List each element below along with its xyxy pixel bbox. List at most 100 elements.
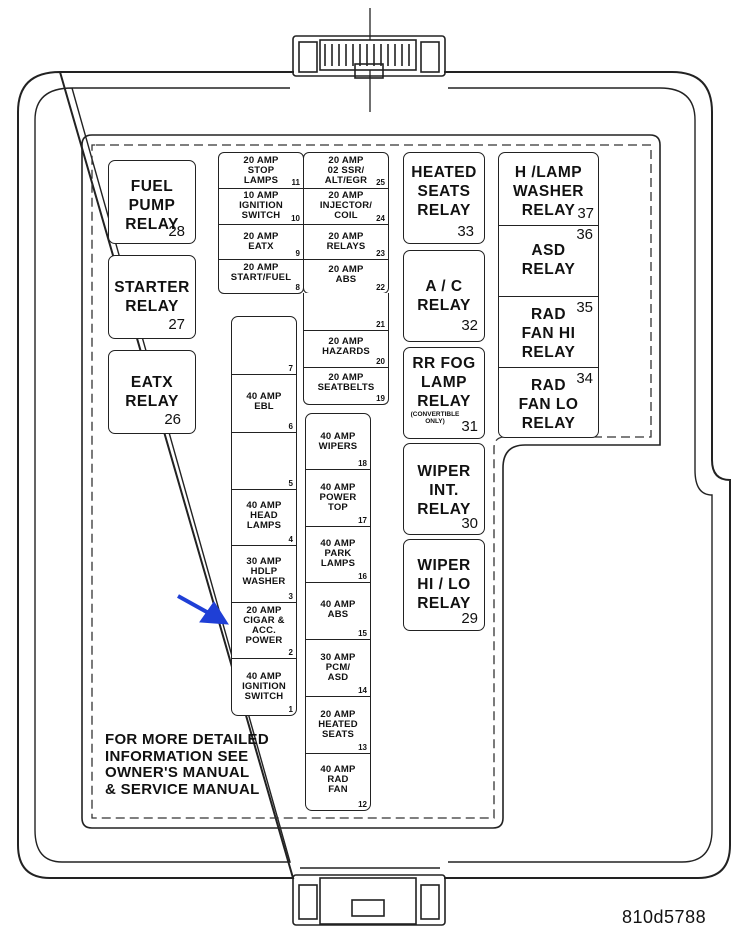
relay-number: 30 (461, 515, 478, 532)
relay-number: 36 (576, 226, 593, 243)
fuse-number: 24 (376, 214, 385, 223)
rad-fan-hi-relay: RAD FAN HI RELAY 35 (498, 296, 599, 368)
rr-fog-lamp-relay: RR FOG LAMP RELAY (CONVERTIBLE ONLY) 31 (403, 347, 485, 439)
relay-number: 29 (461, 610, 478, 627)
relay-label: A / C RELAY (417, 278, 471, 314)
fuse-21: 21 (303, 293, 389, 331)
fuse-label: 40 AMP POWER TOP (319, 482, 357, 513)
wiper-hi-lo-relay: WIPER HI / LO RELAY 29 (403, 539, 485, 631)
info-note: FOR MORE DETAILED INFORMATION SEE OWNER'… (105, 731, 269, 798)
fuse-number: 2 (288, 648, 293, 657)
fuse-16: 40 AMP PARK LAMPS 16 (305, 526, 371, 583)
fuse-label: 20 AMP STOP LAMPS (243, 155, 279, 186)
relay-number: 35 (576, 299, 593, 316)
fuse-label: 40 AMP WIPERS (318, 431, 358, 452)
relay-number: 33 (457, 223, 474, 240)
fuse-15: 40 AMP ABS 15 (305, 582, 371, 640)
relay-number: 37 (577, 205, 594, 222)
fuse-19: 20 AMP SEATBELTS 19 (303, 367, 389, 404)
relay-label: RR FOG LAMP RELAY (412, 355, 476, 410)
fuse-4: 40 AMP HEAD LAMPS 4 (231, 489, 297, 546)
fuse-20: 20 AMP HAZARDS 20 (303, 330, 389, 368)
wiper-int-relay: WIPER INT. RELAY 30 (403, 443, 485, 535)
fuse-label: 20 AMP CIGAR & ACC. POWER (243, 605, 285, 646)
fuse-3: 30 AMP HDLP WASHER 3 (231, 545, 297, 603)
fuse-14: 30 AMP PCM/ ASD 14 (305, 639, 371, 697)
relay-label: ASD RELAY (521, 242, 576, 278)
relay-number: 28 (168, 223, 185, 240)
fuse-number: 1 (288, 705, 293, 714)
fuse-1: 40 AMP IGNITION SWITCH 1 (231, 658, 297, 715)
mini-fuse-block-left (218, 152, 304, 294)
fuse-label: 20 AMP RELAYS (326, 231, 366, 252)
fuse-number: 10 (291, 214, 300, 223)
fuse-10: 10 AMP IGNITION SWITCH 10 (218, 188, 304, 225)
starter-relay: STARTER RELAY 27 (108, 255, 196, 339)
fuse-label: 40 AMP PARK LAMPS (320, 538, 356, 569)
rad-fan-lo-relay: RAD FAN LO RELAY 34 (498, 367, 599, 437)
fuse-label: 30 AMP PCM/ ASD (320, 652, 356, 683)
fuse-12: 40 AMP RAD FAN 12 (305, 753, 371, 810)
fuel-pump-relay: FUEL PUMP RELAY 28 (108, 160, 196, 244)
right-relay-stack (498, 152, 599, 438)
fuse-24: 20 AMP INJECTOR/ COIL 24 (303, 188, 389, 225)
fuse-number: 15 (358, 629, 367, 638)
fuse-number: 20 (376, 357, 385, 366)
relay-label: WIPER HI / LO RELAY (417, 557, 471, 612)
relay-label: H /LAMP WASHER RELAY (512, 164, 585, 219)
relay-label: RAD FAN LO RELAY (518, 377, 579, 432)
relay-number: 34 (576, 370, 593, 387)
fuse-number: 11 (291, 178, 300, 187)
relay-number: 26 (164, 411, 181, 428)
hlamp-washer-relay: H /LAMP WASHER RELAY 37 (498, 153, 599, 226)
fuse-13: 20 AMP HEATED SEATS 13 (305, 696, 371, 754)
fuse-7: 7 (231, 317, 297, 375)
fuse-11: 20 AMP STOP LAMPS 11 (218, 153, 304, 189)
fuse-number: 25 (376, 178, 385, 187)
fuse-number: 18 (358, 459, 367, 468)
fuse-number: 12 (358, 800, 367, 809)
arrow-pointer-icon (177, 594, 229, 625)
fuse-number: 22 (376, 283, 385, 292)
fuse-18: 40 AMP WIPERS 18 (305, 414, 371, 470)
fuse-label: 30 AMP HDLP WASHER (242, 556, 286, 587)
relay-label: FUEL PUMP RELAY (125, 178, 179, 233)
mini-fuse-block-right (303, 152, 389, 294)
fuse-number: 6 (288, 422, 293, 431)
fuse-label: 20 AMP 02 SSR/ ALT/EGR (324, 155, 368, 186)
mini-fuse-block-lower (303, 293, 389, 405)
relay-number: 27 (168, 316, 185, 333)
relay-label: STARTER RELAY (114, 279, 190, 315)
fuse-8: 20 AMP START/FUEL 8 (218, 259, 304, 293)
fuse-label: 20 AMP START/FUEL (230, 262, 292, 283)
relay-number: 31 (461, 418, 478, 435)
relay-number: 32 (461, 317, 478, 334)
fuse-2: 20 AMP CIGAR & ACC. POWER 2 (231, 602, 297, 659)
top-latch (292, 35, 446, 79)
fuse-number: 16 (358, 572, 367, 581)
cartridge-fuse-column-right (305, 413, 371, 811)
asd-relay: ASD RELAY 36 (498, 225, 599, 297)
heated-seats-relay: HEATED SEATS RELAY 33 (403, 152, 485, 244)
fuse-number: 3 (288, 592, 293, 601)
fuse-label: 40 AMP RAD FAN (320, 764, 356, 795)
figure-code: 810d5788 (622, 907, 707, 927)
fuse-25: 20 AMP 02 SSR/ ALT/EGR 25 (303, 153, 389, 189)
fuse-label: 20 AMP EATX (243, 231, 279, 252)
cartridge-fuse-column-left (231, 316, 297, 716)
fuse-label: 40 AMP IGNITION SWITCH (242, 671, 286, 702)
fuse-number: 5 (288, 479, 293, 488)
fuse-number: 17 (358, 516, 367, 525)
fuse-label: 20 AMP SEATBELTS (317, 372, 375, 393)
fuse-23: 20 AMP RELAYS 23 (303, 224, 389, 260)
fuse-number: 4 (288, 535, 293, 544)
relay-label: RAD FAN HI RELAY (521, 306, 576, 361)
fuse-label: 20 AMP ABS (328, 264, 364, 285)
fuse-number: 13 (358, 743, 367, 752)
fuse-label: 40 AMP HEAD LAMPS (246, 500, 282, 531)
fuse-number: 7 (288, 364, 293, 373)
fuse-number: 9 (295, 249, 300, 258)
fuse-6: 40 AMP EBL 6 (231, 374, 297, 433)
fuse-17: 40 AMP POWER TOP 17 (305, 469, 371, 527)
